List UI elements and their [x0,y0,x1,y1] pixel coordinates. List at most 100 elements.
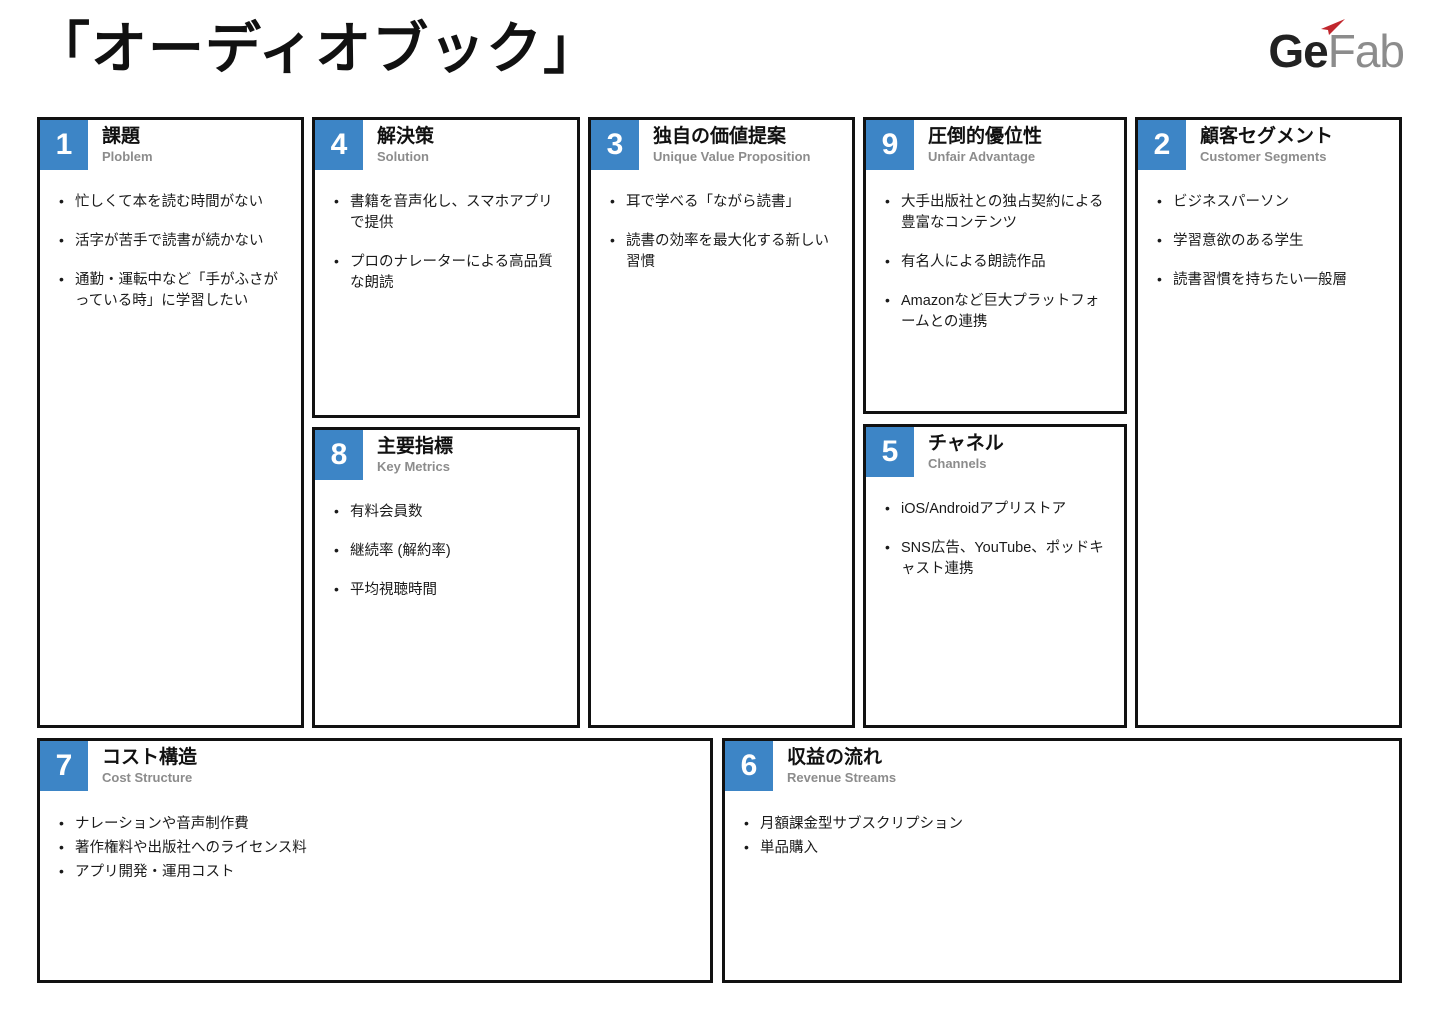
panel-key-metrics-bullets: 有料会員数 継続率 (解約率) 平均視聴時間 [333,501,561,601]
panel-unfair-advantage[interactable]: 9 圧倒的優位性 Unfair Advantage 大手出版社との独占契約による… [863,117,1127,414]
panel-cost-structure[interactable]: 7 コスト構造 Cost Structure ナレーションや音声制作費 著作権料… [37,738,713,983]
panel-solution-title-en: Solution [377,148,429,164]
panel-solution[interactable]: 4 解決策 Solution 書籍を音声化し、スマホアプリで提供 プロのナレータ… [312,117,580,418]
panel-key-metrics-body: 有料会員数 継続率 (解約率) 平均視聴時間 [315,480,577,629]
panel-customer-segments-title-ja: 顧客セグメント [1200,125,1334,147]
panel-cost-structure-header: 7 コスト構造 Cost Structure [40,741,710,791]
page-title: 「オーディオブック」 [34,17,601,80]
list-item: 耳で学べる「ながら読書」 [609,191,836,213]
list-item: プロのナレーターによる高品質な朗読 [333,251,561,294]
panel-problem-header: 1 課題 Ploblem [40,120,301,170]
panel-problem-titles: 課題 Ploblem [88,120,153,170]
list-item: 単品購入 [743,836,1383,859]
panel-unfair-advantage-body: 大手出版社との独占契約による豊富なコンテンツ 有名人による朗読作品 Amazon… [866,170,1124,361]
panel-solution-bullets: 書籍を音声化し、スマホアプリで提供 プロのナレーターによる高品質な朗読 [333,191,561,294]
panel-customer-segments-number: 2 [1138,120,1186,170]
list-item: 通勤・運転中など「手がふさがっている時」に学習したい [58,269,285,312]
panel-uvp-bullets: 耳で学べる「ながら読書」 読書の効率を最大化する新しい習慣 [609,191,836,273]
panel-cost-structure-body: ナレーションや音声制作費 著作権料や出版社へのライセンス料 アプリ開発・運用コス… [40,791,710,895]
list-item: 平均視聴時間 [333,579,561,601]
panel-uvp-title-ja: 独自の価値提案 [653,125,787,147]
panel-channels[interactable]: 5 チャネル Channels iOS/Androidアプリストア SNS広告、… [863,424,1127,728]
panel-channels-title-ja: チャネル [928,432,1004,454]
panel-channels-titles: チャネル Channels [914,427,1004,477]
list-item: 大手出版社との独占契約による豊富なコンテンツ [884,191,1108,234]
list-item: 忙しくて本を読む時間がない [58,191,285,213]
list-item: 読書の効率を最大化する新しい習慣 [609,230,836,273]
panel-cost-structure-titles: コスト構造 Cost Structure [88,741,197,791]
panel-channels-header: 5 チャネル Channels [866,427,1124,477]
brand-logo-secondary: Fab [1327,25,1405,77]
panel-revenue-streams[interactable]: 6 収益の流れ Revenue Streams 月額課金型サブスクリプション 単… [722,738,1402,983]
panel-customer-segments-title-en: Customer Segments [1200,148,1327,164]
panel-channels-title-en: Channels [928,455,987,471]
list-item: 活字が苦手で読書が続かない [58,230,285,252]
panel-cost-structure-title-en: Cost Structure [102,769,193,785]
panel-channels-bullets: iOS/Androidアプリストア SNS広告、YouTube、ポッドキャスト連… [884,498,1108,580]
panel-cost-structure-bullets: ナレーションや音声制作費 著作権料や出版社へのライセンス料 アプリ開発・運用コス… [58,812,694,883]
list-item: ナレーションや音声制作費 [58,812,694,835]
list-item: Amazonなど巨大プラットフォームとの連携 [884,290,1108,333]
panel-problem-number: 1 [40,120,88,170]
panel-key-metrics[interactable]: 8 主要指標 Key Metrics 有料会員数 継続率 (解約率) 平均視聴時… [312,427,580,728]
panel-revenue-streams-body: 月額課金型サブスクリプション 単品購入 [725,791,1399,871]
panel-unfair-advantage-title-en: Unfair Advantage [928,148,1036,164]
panel-customer-segments-header: 2 顧客セグメント Customer Segments [1138,120,1399,170]
panel-revenue-streams-title-en: Revenue Streams [787,769,897,785]
panel-unfair-advantage-titles: 圧倒的優位性 Unfair Advantage [914,120,1042,170]
panel-customer-segments-body: ビジネスパーソン 学習意欲のある学生 読書習慣を持ちたい一般層 [1138,170,1399,319]
panel-unique-value-proposition[interactable]: 3 独自の価値提案 Unique Value Proposition 耳で学べる… [588,117,855,728]
list-item: iOS/Androidアプリストア [884,498,1108,520]
panel-customer-segments[interactable]: 2 顧客セグメント Customer Segments ビジネスパーソン 学習意… [1135,117,1402,728]
panel-cost-structure-title-ja: コスト構造 [102,746,198,768]
list-item: 継続率 (解約率) [333,540,561,562]
panel-revenue-streams-number: 6 [725,741,773,791]
panel-solution-header: 4 解決策 Solution [315,120,577,170]
panel-cost-structure-number: 7 [40,741,88,791]
panel-revenue-streams-header: 6 収益の流れ Revenue Streams [725,741,1399,791]
panel-unfair-advantage-number: 9 [866,120,914,170]
panel-solution-titles: 解決策 Solution [363,120,434,170]
list-item: 月額課金型サブスクリプション [743,812,1383,835]
paper-plane-icon [1321,19,1345,35]
panel-channels-body: iOS/Androidアプリストア SNS広告、YouTube、ポッドキャスト連… [866,477,1124,608]
panel-unfair-advantage-bullets: 大手出版社との独占契約による豊富なコンテンツ 有名人による朗読作品 Amazon… [884,191,1108,333]
panel-key-metrics-number: 8 [315,430,363,480]
panel-unfair-advantage-header: 9 圧倒的優位性 Unfair Advantage [866,120,1124,170]
panel-key-metrics-title-ja: 主要指標 [377,435,454,457]
panel-problem-title-ja: 課題 [102,125,141,147]
list-item: ビジネスパーソン [1156,191,1383,213]
list-item: SNS広告、YouTube、ポッドキャスト連携 [884,537,1108,580]
list-item: 有名人による朗読作品 [884,251,1108,273]
panel-solution-title-ja: 解決策 [377,125,435,147]
panel-key-metrics-title-en: Key Metrics [377,458,450,474]
panel-channels-number: 5 [866,427,914,477]
list-item: アプリ開発・運用コスト [58,860,694,883]
panel-problem-title-en: Ploblem [102,148,153,164]
panel-revenue-streams-title-ja: 収益の流れ [787,746,883,768]
panel-problem-body: 忙しくて本を読む時間がない 活字が苦手で読書が続かない 通勤・運転中など「手がふ… [40,170,301,340]
panel-problem[interactable]: 1 課題 Ploblem 忙しくて本を読む時間がない 活字が苦手で読書が続かない… [37,117,304,728]
panel-uvp-title-en: Unique Value Proposition [653,148,811,164]
panel-revenue-streams-titles: 収益の流れ Revenue Streams [773,741,896,791]
panel-uvp-body: 耳で学べる「ながら読書」 読書の効率を最大化する新しい習慣 [591,170,852,301]
panel-uvp-number: 3 [591,120,639,170]
panel-solution-body: 書籍を音声化し、スマホアプリで提供 プロのナレーターによる高品質な朗読 [315,170,577,322]
panel-customer-segments-bullets: ビジネスパーソン 学習意欲のある学生 読書習慣を持ちたい一般層 [1156,191,1383,291]
panel-problem-bullets: 忙しくて本を読む時間がない 活字が苦手で読書が続かない 通勤・運転中など「手がふ… [58,191,285,312]
panel-customer-segments-titles: 顧客セグメント Customer Segments [1186,120,1333,170]
brand-logo-primary: Ge [1268,25,1328,77]
panel-uvp-titles: 独自の価値提案 Unique Value Proposition [639,120,810,170]
panel-unfair-advantage-title-ja: 圧倒的優位性 [928,125,1043,147]
list-item: 読書習慣を持ちたい一般層 [1156,269,1383,291]
list-item: 有料会員数 [333,501,561,523]
panel-uvp-header: 3 独自の価値提案 Unique Value Proposition [591,120,852,170]
panel-solution-number: 4 [315,120,363,170]
list-item: 書籍を音声化し、スマホアプリで提供 [333,191,561,234]
panel-revenue-streams-bullets: 月額課金型サブスクリプション 単品購入 [743,812,1383,859]
panel-key-metrics-header: 8 主要指標 Key Metrics [315,430,577,480]
list-item: 著作権料や出版社へのライセンス料 [58,836,694,859]
